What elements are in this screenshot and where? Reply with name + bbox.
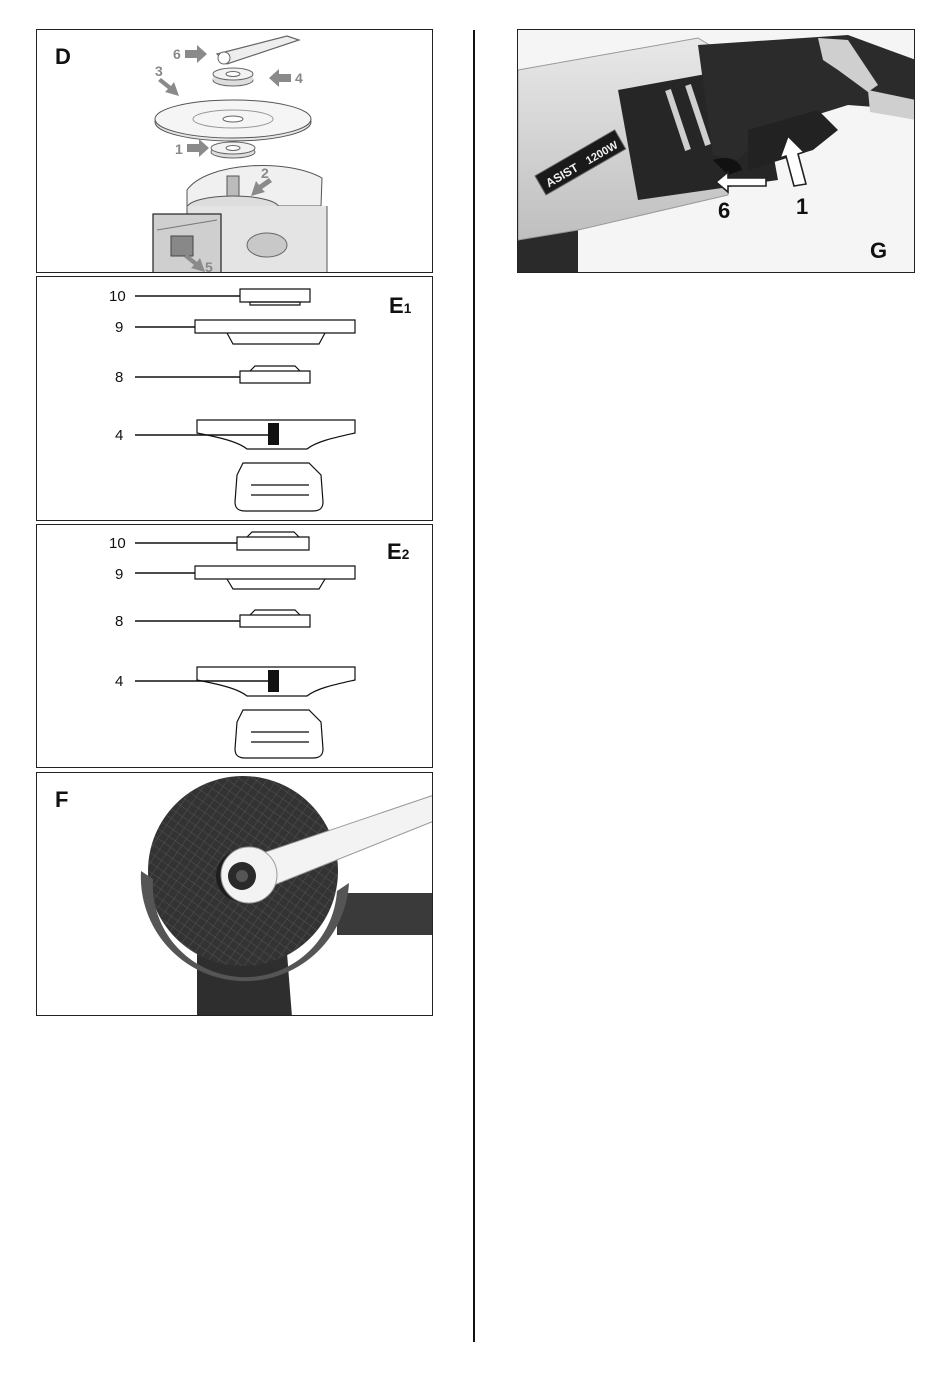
spindle-4 <box>268 670 279 692</box>
callout-5: 5 <box>205 259 213 273</box>
figure-e1-drawing: 10 9 8 4 <box>37 277 433 521</box>
part-10-collar <box>247 532 299 537</box>
figure-e1: E1 10 9 8 4 <box>36 276 433 521</box>
part-9-hub <box>227 333 325 344</box>
part-10-hub <box>250 302 300 305</box>
callout-1: 1 <box>175 141 183 157</box>
inner-flange <box>211 142 255 158</box>
figure-f: F <box>36 772 433 1016</box>
column-divider <box>473 30 475 1342</box>
arrow-6 <box>185 45 207 63</box>
figure-e2: E2 10 9 8 4 <box>36 524 433 768</box>
callout-6: 6 <box>173 46 181 62</box>
callout-8: 8 <box>115 613 123 630</box>
figure-g-photo: ASIST 1200W 6 1 <box>518 30 915 273</box>
callout-6: 6 <box>718 198 730 223</box>
callout-9: 9 <box>115 566 123 583</box>
part-9-hub <box>227 579 325 589</box>
spanner-wrench <box>217 36 299 64</box>
callout-3: 3 <box>155 63 163 79</box>
part-8-inner-flange <box>240 371 310 383</box>
grinder-grip <box>251 485 309 495</box>
callout-4: 4 <box>295 70 303 86</box>
figure-d-illustration: 6 4 3 1 2 5 <box>37 30 433 273</box>
grinder-body <box>235 710 323 758</box>
part-8-collar <box>250 610 300 615</box>
part-9-disc <box>195 320 355 333</box>
part-8-inner-flange <box>240 615 310 627</box>
figure-d: D <box>36 29 433 273</box>
callout-4: 4 <box>115 427 123 444</box>
side-handle <box>337 893 433 935</box>
figure-g-label: G <box>870 240 887 262</box>
clamping-nut <box>213 68 253 86</box>
callout-2: 2 <box>261 165 269 181</box>
arrow-4 <box>269 69 291 87</box>
callout-1: 1 <box>796 194 808 219</box>
grinder-body <box>235 463 323 511</box>
spindle-4 <box>268 423 279 445</box>
arrow-3 <box>158 78 179 96</box>
figure-f-photo <box>37 773 433 1016</box>
callout-8: 8 <box>115 369 123 386</box>
grinder-grip <box>251 732 309 742</box>
arrow-1 <box>187 139 209 157</box>
callout-10: 10 <box>109 288 126 305</box>
callout-9: 9 <box>115 319 123 336</box>
callout-10: 10 <box>109 535 126 552</box>
part-9-disc <box>195 566 355 579</box>
part-8-collar <box>250 366 300 371</box>
callout-4: 4 <box>115 673 123 690</box>
part-10-outer-nut <box>240 289 310 302</box>
part-10-outer-nut <box>237 537 309 550</box>
figure-g: ASIST 1200W 6 1 G <box>517 29 915 273</box>
figure-e2-drawing: 10 9 8 4 <box>37 525 433 768</box>
grinding-disc <box>155 100 311 141</box>
